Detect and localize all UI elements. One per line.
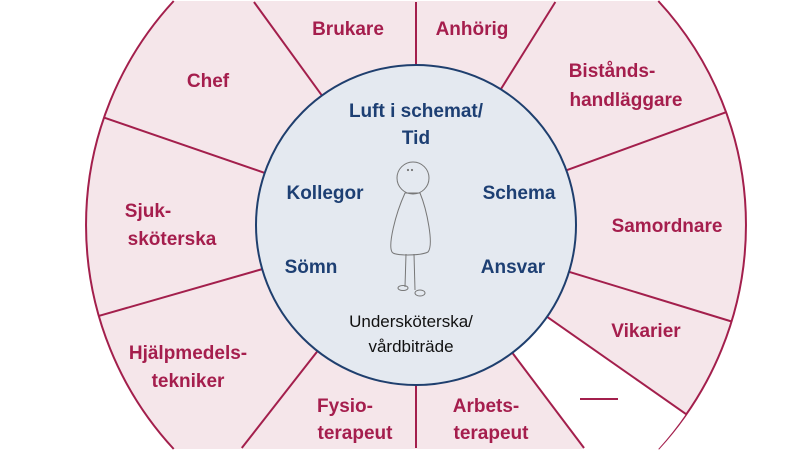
- inner-circle: [255, 64, 577, 386]
- segment-divider: [103, 116, 266, 174]
- inner-schema: Schema: [483, 183, 556, 204]
- label-vikarier: Vikarier: [611, 321, 681, 342]
- label-sjuk-2: sköterska: [128, 229, 217, 250]
- inner-somn: Sömn: [285, 257, 338, 278]
- label-bistand-2: handläggare: [570, 90, 683, 111]
- segment-divider: [98, 268, 263, 317]
- person-figure-icon: [390, 161, 431, 297]
- segment-divider: [546, 315, 687, 416]
- label-arbets-2: terapeut: [454, 423, 530, 444]
- outer-ring-edge-left: [85, 0, 175, 450]
- label-fysio-1: Fysio-: [317, 396, 373, 417]
- label-fysio-2: terapeut: [318, 423, 394, 444]
- segment-divider: [568, 270, 732, 323]
- label-anhorig: Anhörig: [436, 19, 509, 40]
- outer-ring-edge-right: [657, 0, 747, 450]
- inner-luft-2: Tid: [402, 128, 430, 149]
- inner-role-2: vårdbiträde: [368, 337, 453, 356]
- inner-ansvar: Ansvar: [481, 257, 546, 278]
- inner-kollegor: Kollegor: [286, 183, 364, 204]
- label-chef: Chef: [187, 71, 230, 92]
- label-samordnare: Samordnare: [612, 216, 723, 237]
- label-hjalpmedel-1: Hjälpmedels-: [129, 343, 247, 364]
- segment-divider: [253, 1, 323, 97]
- empty-segment: [512, 317, 686, 449]
- inner-luft-1: Luft i schemat/: [349, 101, 484, 122]
- segment-divider: [240, 350, 319, 449]
- inner-role-1: Undersköterska/: [349, 312, 473, 331]
- label-arbets-1: Arbets-: [453, 396, 520, 417]
- segment-divider: [566, 111, 727, 172]
- segment-dividers: [98, 1, 732, 449]
- label-brukare: Brukare: [312, 19, 384, 40]
- label-sjuk-1: Sjuk-: [125, 201, 171, 222]
- segment-divider: [511, 352, 585, 449]
- label-hjalpmedel-2: tekniker: [152, 371, 225, 392]
- label-bistand-1: Bistånds-: [569, 61, 656, 82]
- segment-divider: [499, 1, 557, 90]
